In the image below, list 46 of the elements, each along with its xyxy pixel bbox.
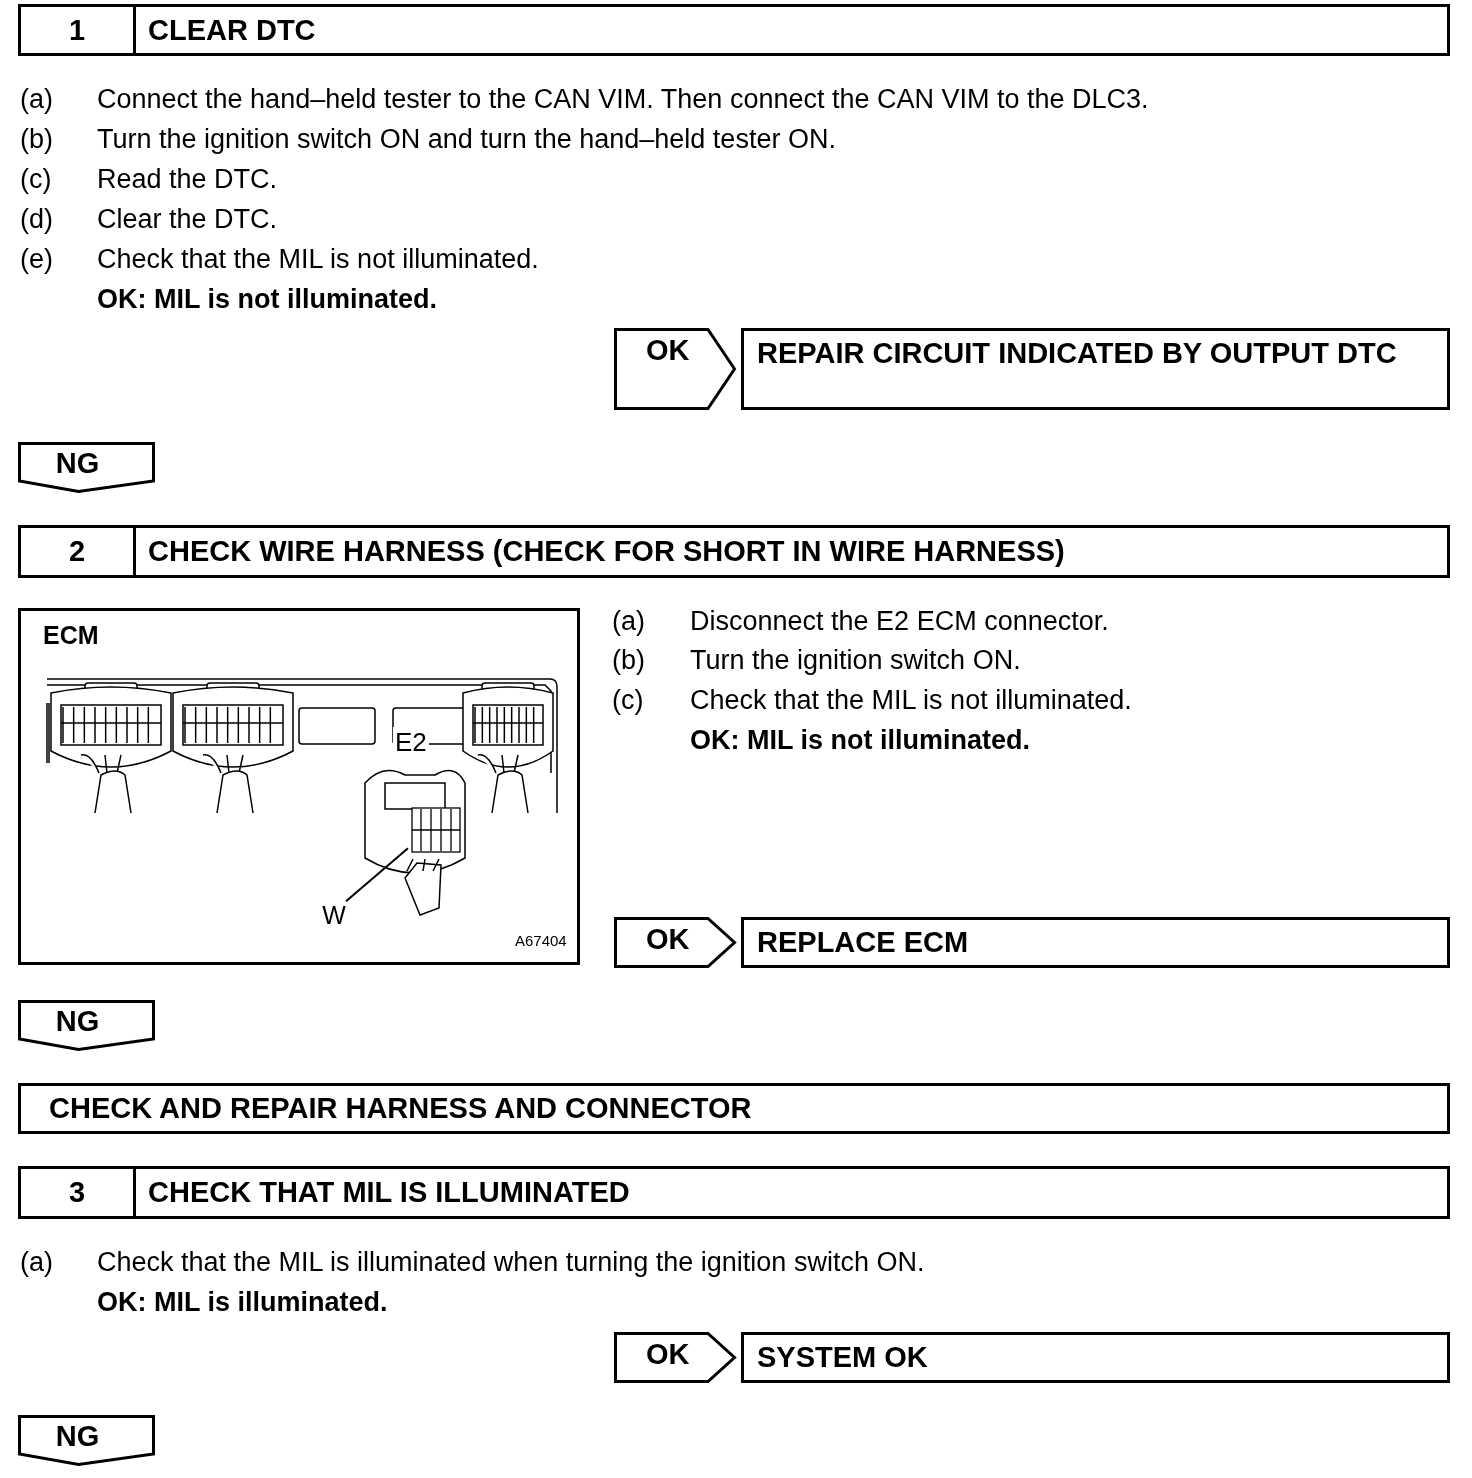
step-letter: (c) [612, 685, 644, 716]
figure-code: A67404 [515, 932, 567, 949]
leader-line [345, 847, 409, 903]
instruction-text: Disconnect the E2 ECM connector. [690, 606, 1109, 637]
ok-arrow: OK [614, 1332, 736, 1383]
step-title: CLEAR DTC [147, 12, 316, 48]
step-header [18, 4, 1450, 56]
ng-arrow: NG [18, 1000, 155, 1051]
step-letter: (a) [20, 84, 53, 115]
step-letter: (a) [612, 606, 645, 637]
step-number: 1 [21, 7, 136, 53]
result-box: SYSTEM OK [741, 1332, 1450, 1383]
step-letter: (c) [20, 164, 52, 195]
step-header [18, 525, 1450, 578]
instruction-text: Clear the DTC. [97, 204, 278, 235]
step-letter: (e) [20, 244, 53, 275]
instruction-text: Read the DTC. [97, 164, 278, 195]
step-title: CHECK WIRE HARNESS (CHECK FOR SHORT IN WIRE HARNESS) [147, 534, 1065, 569]
instruction-text: Turn the ignition switch ON and turn the hand–held tester ON. [97, 124, 836, 155]
step-letter: (b) [20, 124, 53, 155]
step-letter: (a) [20, 1247, 53, 1278]
step-letter: (d) [20, 204, 53, 235]
instruction-text: Check that the MIL is not illuminated. [690, 685, 1132, 716]
result-box: REPAIR CIRCUIT INDICATED BY OUTPUT DTC [741, 328, 1450, 410]
step-number: 2 [21, 528, 136, 575]
step-header [18, 1166, 1450, 1219]
instruction-text: Check that the MIL is not illuminated. [97, 244, 539, 275]
ok-criterion: OK: MIL is illuminated. [97, 1287, 388, 1318]
step-letter: (b) [612, 645, 645, 676]
step-title: CHECK THAT MIL IS ILLUMINATED [147, 1175, 630, 1210]
ok-arrow: OK [614, 328, 736, 410]
connector-terminal-block [411, 807, 461, 853]
callout-letter: W [319, 901, 349, 933]
ok-criterion: OK: MIL is not illuminated. [690, 725, 1030, 756]
ok-arrow: OK [614, 917, 736, 968]
ng-arrow: NG [18, 1415, 155, 1466]
ok-criterion: OK: MIL is not illuminated. [97, 284, 437, 315]
illustration-panel [18, 608, 580, 965]
ng-arrow: NG [18, 442, 155, 493]
result-box: REPLACE ECM [741, 917, 1450, 968]
result-box: CHECK AND REPAIR HARNESS AND CONNECTOR [18, 1083, 1450, 1134]
instruction-text: Connect the hand–held tester to the CAN VIM. Then connect the CAN VIM to the DLC3. [97, 84, 1149, 115]
instruction-text: Turn the ignition switch ON. [690, 645, 1021, 676]
instruction-text: Check that the MIL is illuminated when turning the ignition switch ON. [97, 1247, 925, 1278]
panel-title: ECM [43, 621, 99, 650]
step-number: 3 [21, 1169, 136, 1216]
